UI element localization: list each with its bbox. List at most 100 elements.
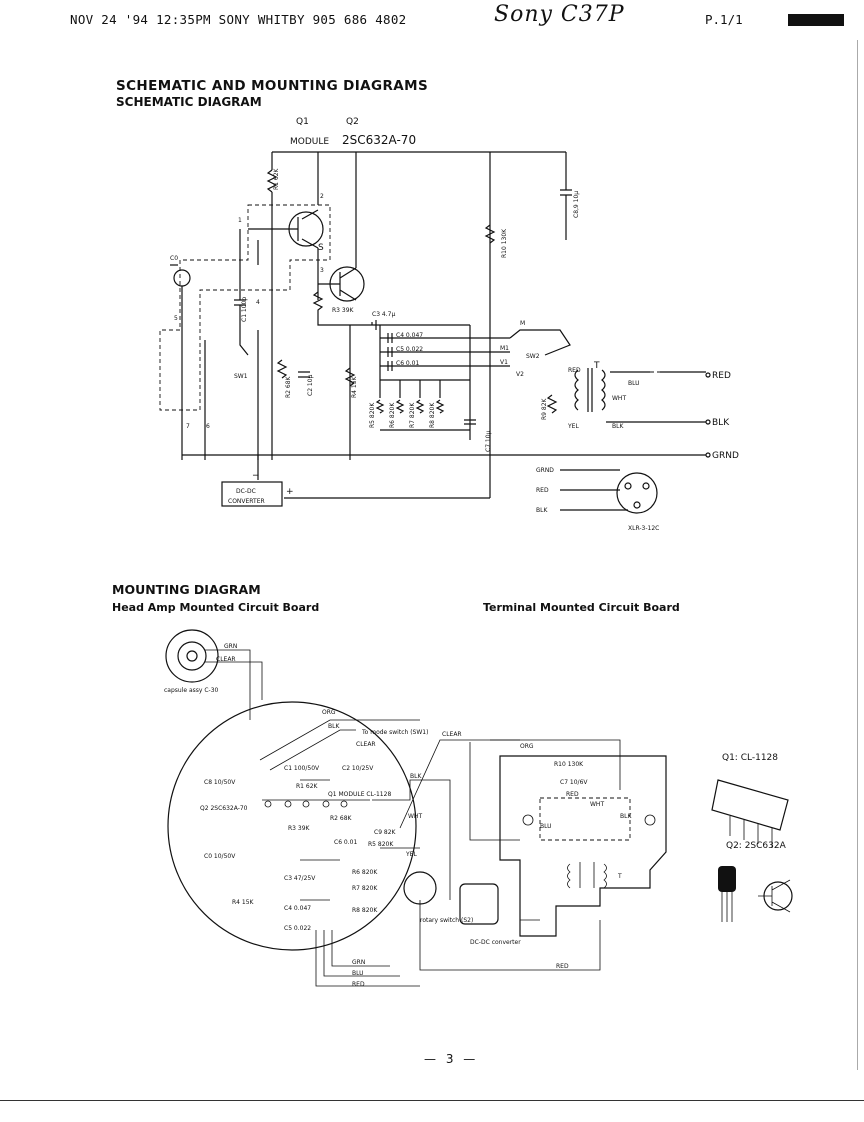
t-mount-label: T — [617, 873, 622, 880]
page-edge — [857, 40, 858, 1070]
r5-mount-label: R5 820K — [368, 841, 394, 848]
q1-mount-label: Q1 MODULE CL-1128 — [328, 791, 391, 798]
r2-resistor — [276, 359, 288, 379]
xlr-blk-label: BLK — [536, 507, 548, 514]
pad-1 — [264, 800, 272, 808]
c0-label: C0 — [170, 255, 178, 262]
q2-detail-internal — [758, 879, 791, 913]
wht-terminal-label: WHT — [590, 801, 604, 808]
dc-dc-converter-box — [221, 481, 283, 507]
r4-mount-label: R4 15K — [232, 899, 255, 906]
blu-wire-label: BLU — [628, 380, 640, 387]
q2-detail-pins — [721, 892, 733, 922]
org-terminal-label: ORG — [520, 743, 534, 750]
dc-dc-label: DC-DC — [236, 488, 256, 495]
org-label: ORG — [322, 709, 336, 716]
fax-page-number: P.1/1 — [705, 12, 743, 27]
red-wire-label: RED — [568, 367, 581, 374]
c5-label: C5 0.022 — [396, 346, 423, 353]
blu-terminal-label: BLU — [540, 823, 552, 830]
c1-mount-label: C1 100/50V — [284, 765, 320, 772]
sw2-contacts — [470, 329, 571, 367]
bottom-rule — [0, 1100, 864, 1101]
xlr-red-label: RED — [536, 487, 549, 494]
terminal-dashed-area — [539, 797, 631, 841]
terminal-board — [499, 755, 667, 937]
r4-label: R4 15K — [351, 375, 358, 398]
converter-minus: − — [252, 471, 260, 481]
handwritten-model-note: Sony C37P — [494, 2, 625, 27]
out-blk-label: BLK — [712, 418, 730, 428]
xlr-grnd-label: GRND — [536, 467, 554, 474]
node-3: 3 — [320, 267, 324, 274]
main-title: SCHEMATIC AND MOUNTING DIAGRAMS — [116, 78, 429, 94]
sw1-contact — [239, 305, 249, 356]
c5-mount-label: C5 0.022 — [284, 925, 311, 932]
q1-name: MODULE — [290, 137, 329, 147]
capsule-center — [186, 650, 198, 662]
out-grnd-label: GRND — [712, 451, 739, 461]
c9-mount-label: C9 82K — [374, 829, 397, 836]
pad-5 — [340, 800, 348, 808]
q1-detail-body — [711, 779, 789, 831]
r7-label: R7 820K — [409, 402, 416, 428]
xlr-pin-3 — [633, 501, 641, 509]
q2-detail-title: Q2: 2SC632A — [726, 841, 787, 851]
yel-wire-label: YEL — [567, 423, 579, 430]
blk-label: BLK — [328, 723, 340, 730]
sw2-label: SW2 — [526, 353, 540, 360]
capsule-label: capsule assy C-30 — [164, 687, 219, 694]
red-long-wire-label: RED — [556, 963, 569, 970]
r3-label: R3 39K — [332, 307, 355, 314]
converter-leads — [257, 455, 490, 499]
terminal-title: Terminal Mounted Circuit Board — [483, 601, 680, 614]
q2-mount-label: Q2 2SC632A-70 — [200, 805, 248, 812]
mounting-title: MOUNTING DIAGRAM — [112, 582, 261, 597]
xlr-label: XLR-3-12C — [628, 525, 659, 532]
xlr-wires — [560, 469, 628, 511]
c7-mount-label: C7 10/6V — [560, 779, 588, 786]
blk-wire-label: BLK — [612, 423, 624, 430]
r1-resistor — [266, 169, 278, 193]
head-amp-traces — [262, 779, 370, 901]
rotary-switch-label: rotary switch (S2) — [420, 917, 473, 924]
r7-mount-label: R7 820K — [352, 885, 378, 892]
c8-capacitor — [560, 152, 572, 240]
r5-label: R5 820K — [369, 402, 376, 428]
r3-path — [312, 291, 470, 326]
r-bank-rails — [379, 379, 470, 431]
node-s: S — [318, 243, 324, 253]
node-4: 4 — [256, 299, 260, 306]
terminal-leads — [469, 739, 621, 921]
r1-mount-label: R1 62K — [296, 783, 319, 790]
capsule-clear-label: CLEAR — [216, 656, 236, 663]
r9-label: R9 82K — [541, 397, 548, 420]
r6-mount-label: R6 820K — [352, 869, 378, 876]
q1-detail-pins — [729, 816, 773, 848]
mode-switch-wires — [259, 719, 420, 771]
r8-label: R8 820K — [429, 402, 436, 428]
grn-harness-label: GRN — [352, 959, 365, 966]
c2-capacitor — [298, 371, 310, 378]
r1-label: R1 62K — [273, 167, 280, 190]
wht-wire-label: WHT — [612, 395, 626, 402]
m-label: M — [520, 320, 525, 327]
r3-mount-label: R3 39K — [288, 825, 311, 832]
dc-dc-module — [459, 883, 499, 925]
c6-label: C6 0.01 — [396, 360, 419, 367]
wht-wire-mount-label: WHT — [408, 813, 422, 820]
xlr-pin-2 — [624, 482, 632, 490]
r10-mount-label: R10 130K — [554, 761, 584, 768]
blk-terminal — [705, 419, 711, 425]
mode-switch-label: To mode switch (SW1) — [361, 729, 428, 736]
terminal-jack-right — [644, 814, 656, 826]
q2-name: 2SC632A-70 — [342, 133, 416, 147]
red-terminal-label: RED — [566, 791, 579, 798]
out-red-label: RED — [712, 371, 731, 381]
yel-wire-mount-label: YEL — [405, 851, 417, 858]
c7-capacitor — [464, 325, 476, 440]
q1-label: Q1 — [296, 117, 309, 127]
r10-label: R10 130K — [501, 228, 508, 258]
q1-detail-title: Q1: CL-1128 — [722, 753, 778, 763]
